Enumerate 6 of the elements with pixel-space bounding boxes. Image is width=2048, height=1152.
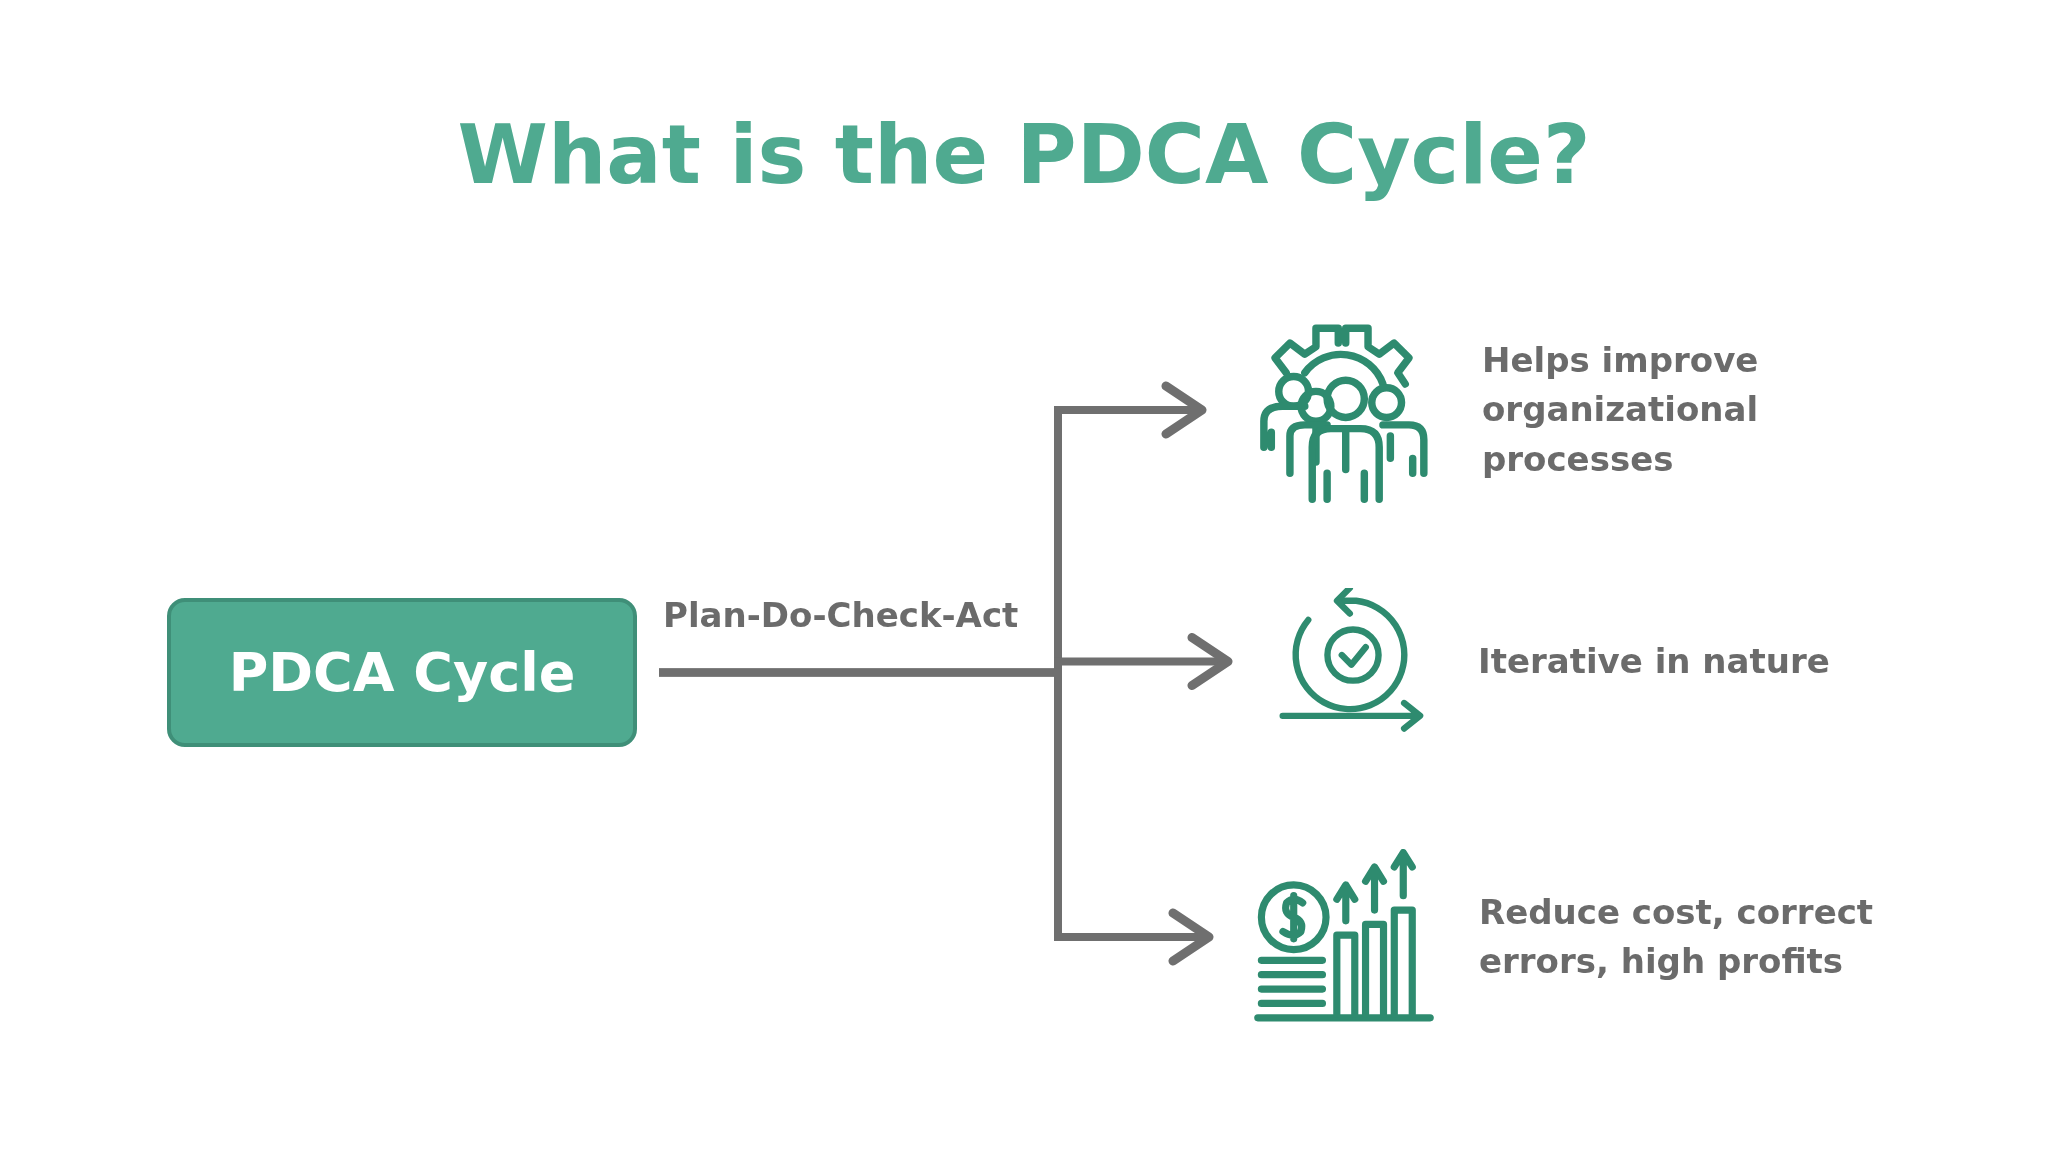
title: What is the PDCA Cycle? (457, 110, 1591, 201)
item-text: Helps improve organizational processes (1482, 339, 1760, 481)
item-text: Iterative in nature (1478, 639, 1831, 683)
process-box (167, 598, 637, 747)
box-label: PDCA Cycle (228, 641, 576, 704)
item-text: Reduce cost, correct errors, high profits (1479, 890, 1875, 983)
